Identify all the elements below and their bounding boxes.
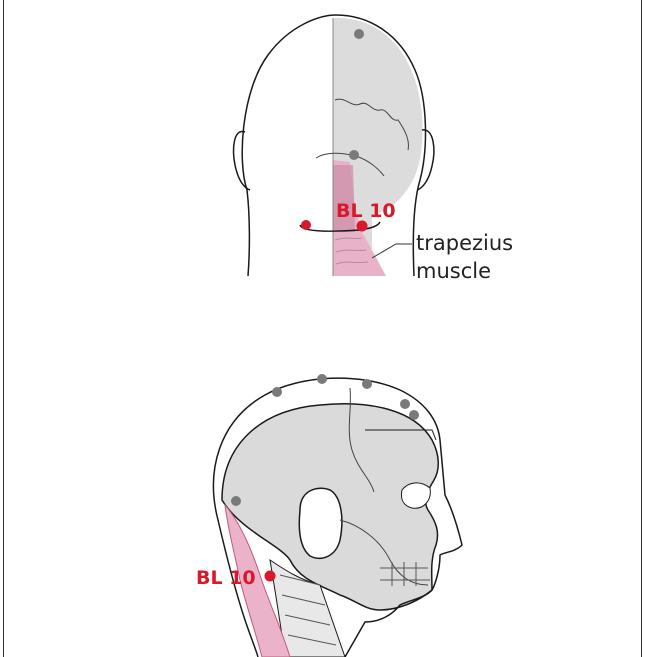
side-hairline	[365, 429, 437, 441]
side-point-2	[317, 374, 327, 384]
back-head-outline	[241, 14, 427, 277]
side-point-bl10	[264, 570, 276, 582]
back-left-ear	[232, 130, 251, 191]
back-suture	[334, 98, 409, 151]
trapezius-strip-side	[224, 503, 291, 657]
side-point-occipital	[231, 496, 241, 506]
muscle-label-line1: trapezius	[416, 231, 513, 255]
side-point-5	[409, 410, 419, 420]
muscle-label-line2: muscle	[416, 259, 491, 283]
side-point-3	[362, 379, 372, 389]
back-point-vertex	[354, 29, 364, 39]
side-teeth	[380, 562, 430, 586]
side-point-1	[272, 387, 282, 397]
cervical-pattern-back	[334, 237, 369, 265]
side-eye-socket	[401, 482, 431, 509]
back-point-bl10-right	[356, 220, 368, 232]
neck-column-back	[333, 165, 355, 232]
back-view-figure: BL 10 trapezius muscle	[232, 14, 513, 283]
side-point-4	[400, 399, 410, 409]
side-view-figure: BL 10	[196, 374, 463, 657]
side-jaw	[339, 519, 429, 586]
side-head-outline	[212, 377, 463, 657]
side-vertebrae-lines	[279, 574, 337, 646]
back-right-ear	[416, 129, 435, 191]
side-suture	[348, 387, 375, 493]
muscle-leader-line	[371, 243, 412, 259]
back-point-label: BL 10	[336, 200, 396, 222]
side-cervical-spine	[269, 558, 346, 657]
back-point-occipital	[349, 150, 359, 160]
side-point-label: BL 10	[196, 567, 256, 589]
back-point-bl10-left	[301, 220, 311, 230]
side-back-neck-outline	[217, 519, 259, 657]
side-ear	[298, 487, 343, 560]
